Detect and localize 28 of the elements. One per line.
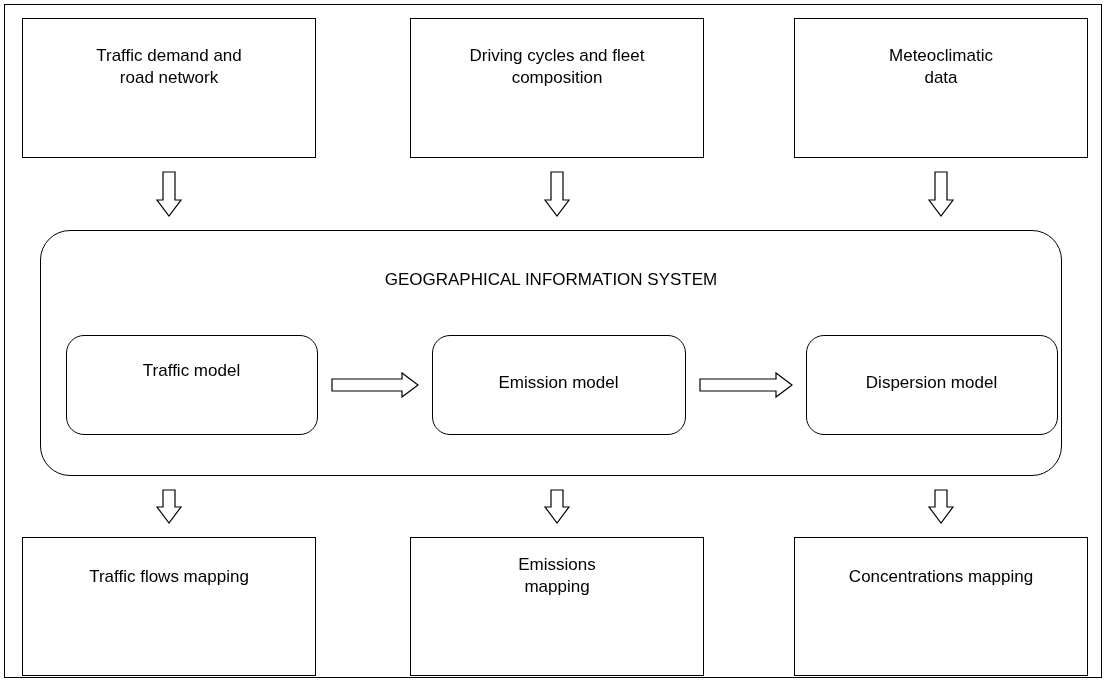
model-box	[65, 334, 318, 435]
node-label: Traffic flows mapping	[88, 566, 250, 588]
model-box	[431, 334, 686, 435]
block-arrow	[543, 171, 571, 217]
node-label: Concentrations mapping	[847, 566, 1035, 588]
block-arrow	[331, 371, 419, 399]
input-box	[794, 18, 1088, 158]
system-container	[40, 230, 1062, 476]
node-label: Emissions mapping	[517, 554, 597, 598]
input-box	[410, 18, 704, 158]
node-label: GEOGRAPHICAL INFORMATION SYSTEM	[383, 269, 719, 291]
input-box	[22, 18, 316, 158]
node-label: Traffic demand and road network	[95, 45, 243, 89]
node-label: Driving cycles and fleet composition	[468, 45, 646, 89]
block-arrow	[155, 171, 183, 217]
output-box	[794, 537, 1088, 676]
node-label: Dispersion model	[864, 371, 999, 394]
node-label: Emission model	[497, 371, 620, 394]
block-arrow	[155, 489, 183, 524]
node-label: Traffic model	[141, 359, 242, 382]
block-arrow	[699, 371, 793, 399]
block-arrow	[927, 171, 955, 217]
node-label: Meteoclimatic data	[888, 45, 994, 89]
model-box	[805, 334, 1058, 435]
block-arrow	[927, 489, 955, 524]
output-box	[410, 537, 704, 676]
output-box	[22, 537, 316, 676]
block-arrow	[543, 489, 571, 524]
